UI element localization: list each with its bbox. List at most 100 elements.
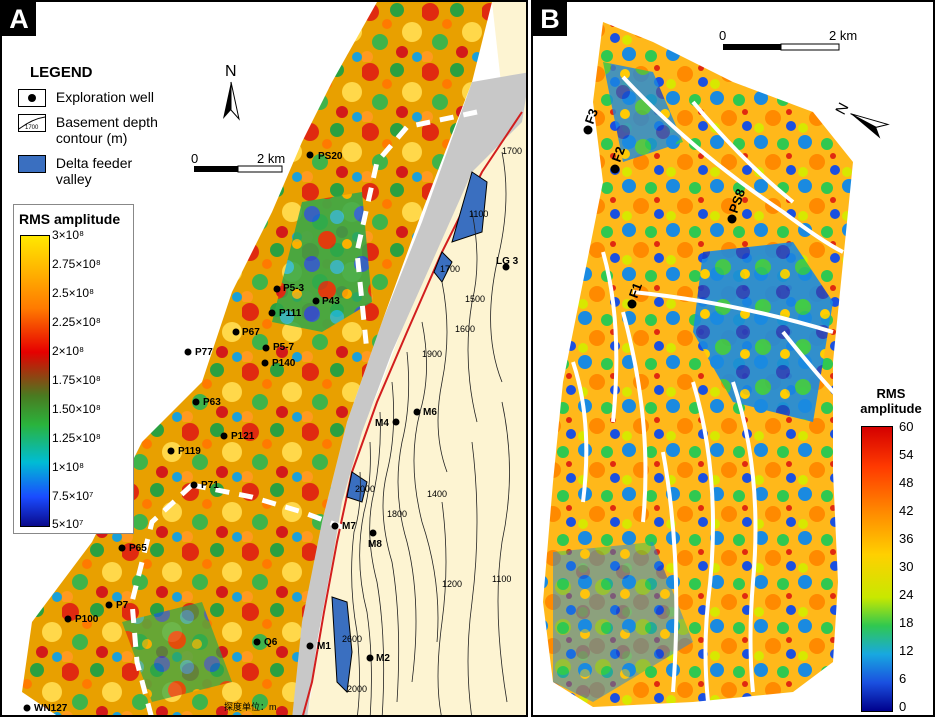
colorbar-tick: 60: [899, 419, 914, 434]
svg-text:2600: 2600: [342, 634, 362, 644]
panel-b-label: B: [533, 2, 567, 36]
colorbar-tick: 24: [899, 587, 914, 602]
colorbar-title: RMS amplitude: [860, 386, 922, 416]
colorbar-gradient: [20, 235, 50, 527]
well-label: P77: [195, 347, 213, 358]
legend-label: Basement depth contour (m): [55, 114, 158, 146]
colorbar-tick: 18: [899, 615, 914, 630]
legend-item-well: Exploration well: [18, 89, 154, 108]
svg-text:1400: 1400: [427, 489, 447, 499]
well-label: M4: [375, 418, 389, 429]
legend-label: Delta feeder valley: [55, 155, 133, 187]
contour-line-icon: 1700: [18, 114, 46, 132]
colorbar-tick: 2×10⁸: [52, 344, 85, 358]
colorbar-tick: 1.75×10⁸: [52, 373, 101, 387]
panel-a-map: PS20 P5-3 P43 P111 P67 P5-7 P77 P140 P63…: [22, 2, 526, 715]
contour-labels: 1700 1100 1700 1500 1600 1900 1400 1800 …: [342, 146, 522, 694]
well-label: F3: [582, 107, 601, 126]
basement-contours: [351, 151, 510, 715]
fault-traces: [571, 75, 845, 703]
legend-item-valley: Delta feeder valley: [18, 155, 132, 187]
legend: LEGEND Exploration well 1700 Basement de…: [10, 56, 180, 196]
svg-text:1900: 1900: [422, 349, 442, 359]
colorbar-tick: 7.5×10⁷: [52, 489, 94, 503]
well-label: P63: [203, 397, 221, 408]
colorbar-tick: 36: [899, 531, 914, 546]
legend-label: Exploration well: [55, 89, 154, 105]
panel-b: B: [531, 0, 935, 717]
well-label: P119: [178, 446, 201, 457]
well-label: P121: [231, 431, 255, 442]
well-label: P5-3: [283, 283, 305, 294]
legend-item-contour: 1700 Basement depth contour (m): [18, 114, 158, 146]
svg-text:N: N: [225, 63, 237, 80]
svg-text:2 km: 2 km: [829, 28, 857, 43]
rms-amplitude-map: [543, 22, 853, 707]
colorbar-tick: 12: [899, 643, 914, 658]
panel-a: A: [0, 0, 528, 717]
colorbar-tick: 2.75×10⁸: [52, 257, 101, 271]
well-label: LG 3: [496, 256, 519, 267]
colorbar-tick: 3×10⁸: [52, 228, 85, 242]
colorbar-tick: 30: [899, 559, 914, 574]
valley-axis-dashed: [129, 109, 478, 715]
valley-swatch-icon: [18, 155, 46, 173]
colorbar-b: RMS amplitude 60 54 48 42 36 30 24 18 12…: [851, 386, 933, 715]
well-label: M2: [376, 653, 390, 664]
well-label: P5-7: [273, 342, 295, 353]
colorbar-tick: 54: [899, 447, 914, 462]
colorbar-gradient: [861, 426, 893, 712]
rms-amplitude-map: [22, 2, 492, 715]
north-arrow: N: [223, 63, 240, 121]
colorbar-tick: 1.50×10⁸: [52, 402, 101, 416]
well-label: Q6: [264, 637, 278, 648]
colorbar-tick: 5×10⁷: [52, 517, 84, 531]
svg-text:0: 0: [719, 28, 726, 43]
svg-text:2000: 2000: [355, 484, 375, 494]
well-label: F1: [626, 281, 645, 300]
svg-text:1100: 1100: [492, 574, 511, 584]
feeder-valley: [451, 171, 488, 243]
colorbar-tick: 1×10⁸: [52, 460, 85, 474]
well-label: P140: [272, 358, 296, 369]
well-label: M8: [368, 539, 382, 550]
colorbar-tick: 48: [899, 475, 914, 490]
svg-text:2000: 2000: [347, 684, 367, 694]
legend-title: LEGEND: [30, 64, 93, 81]
well-label: P67: [242, 327, 260, 338]
well-label: PS20: [318, 151, 343, 162]
colorbar-tick: 6: [899, 671, 907, 686]
north-arrow: N: [832, 100, 890, 139]
svg-text:1200: 1200: [442, 579, 462, 589]
scale-bar: 0 2 km: [191, 151, 285, 173]
well-label: P65: [129, 543, 147, 554]
well-markers: [23, 151, 510, 712]
colorbar-tick: 2.5×10⁸: [52, 286, 95, 300]
svg-text:1800: 1800: [387, 509, 407, 519]
svg-text:0: 0: [191, 151, 198, 166]
panel-a-label: A: [2, 2, 36, 36]
colorbar-title: RMS amplitude: [19, 211, 121, 227]
svg-text:1700: 1700: [440, 264, 460, 274]
well-label: P43: [322, 296, 340, 307]
well-label: P111: [279, 308, 302, 319]
svg-text:1700: 1700: [502, 146, 522, 156]
colorbar-tick: 0: [899, 699, 907, 714]
scale-bar: 0 2 km: [719, 28, 857, 51]
svg-text:1100: 1100: [469, 209, 488, 219]
well-label: P100: [75, 614, 99, 625]
colorbar-tick: 2.25×10⁸: [52, 315, 101, 329]
svg-text:N: N: [832, 100, 852, 118]
colorbar-tick: 1.25×10⁸: [52, 431, 101, 445]
well-label: WN127: [34, 703, 68, 714]
well-label: F2: [609, 145, 628, 164]
colorbar-tick: 42: [899, 503, 914, 518]
depth-unit-note: 探度单位：m: [224, 701, 277, 712]
well-markers: [583, 125, 737, 309]
svg-text:2 km: 2 km: [257, 151, 285, 166]
svg-text:1600: 1600: [455, 324, 475, 334]
well-label: M1: [317, 641, 331, 652]
svg-text:1700: 1700: [25, 125, 39, 131]
svg-text:1500: 1500: [465, 294, 485, 304]
well-label: M6: [423, 407, 437, 418]
